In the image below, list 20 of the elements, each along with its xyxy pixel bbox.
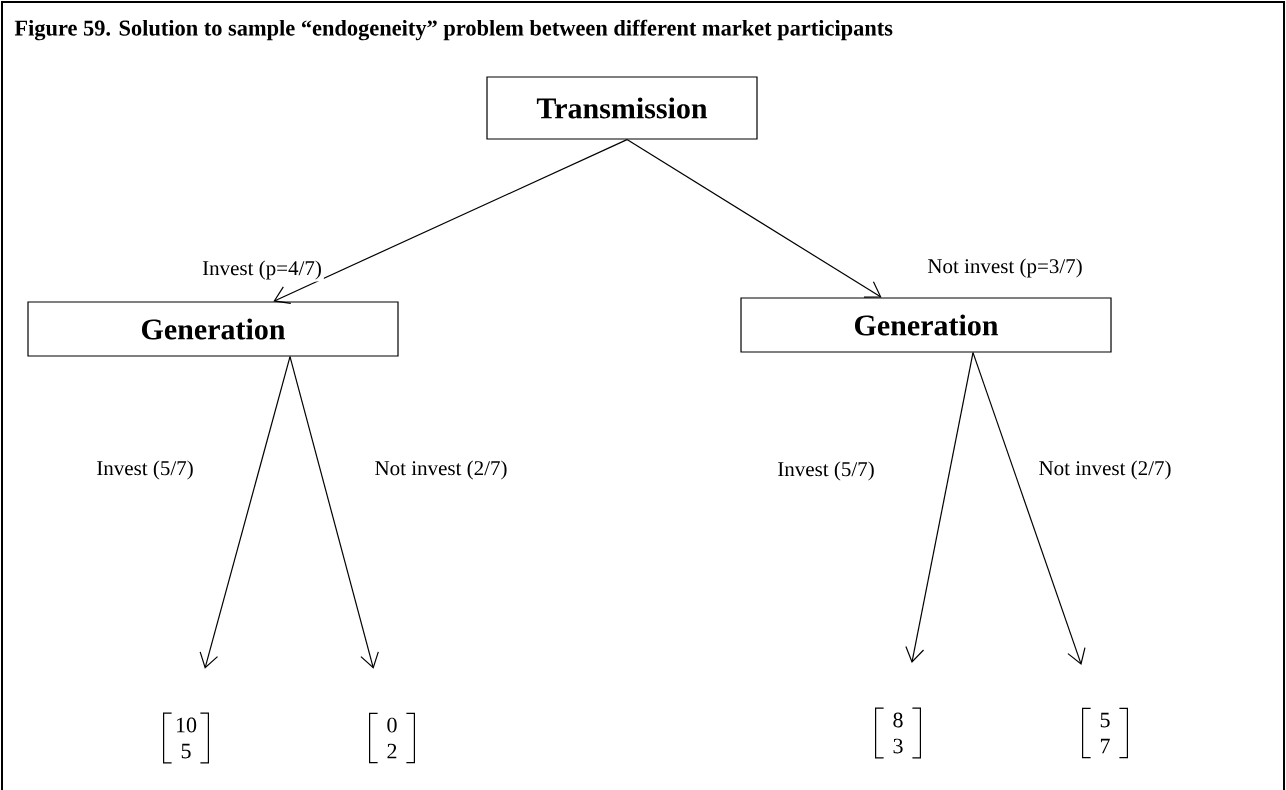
- arrow: [972, 352, 1086, 665]
- payoff-vector: 5 7: [1082, 707, 1128, 759]
- edge-label: Invest (5/7): [94, 458, 196, 482]
- arrow: [905, 352, 974, 664]
- edge-label: Invest (p=4/7): [200, 258, 324, 282]
- player-box: Generation: [740, 297, 1112, 353]
- edge-label: Not invest (p=3/7): [925, 256, 1085, 280]
- arrow: [199, 356, 291, 669]
- payoff-vector: 8 3: [875, 707, 921, 759]
- edge-label: Invest (5/7): [775, 459, 877, 483]
- player-box: Generation: [27, 301, 399, 357]
- arrow: [273, 139, 628, 304]
- arrow: [289, 356, 379, 669]
- player-box: Transmission: [486, 76, 758, 140]
- edge-label: Not invest (2/7): [1036, 458, 1174, 482]
- arrow: [626, 139, 882, 298]
- edge-label: Not invest (2/7): [372, 458, 510, 482]
- payoff-vector: 0 2: [369, 712, 415, 764]
- payoff-vector: 10 5: [163, 712, 209, 764]
- figure-title: Figure 59. Solution to sample “endogeneity” problem between different market participants: [14, 19, 893, 41]
